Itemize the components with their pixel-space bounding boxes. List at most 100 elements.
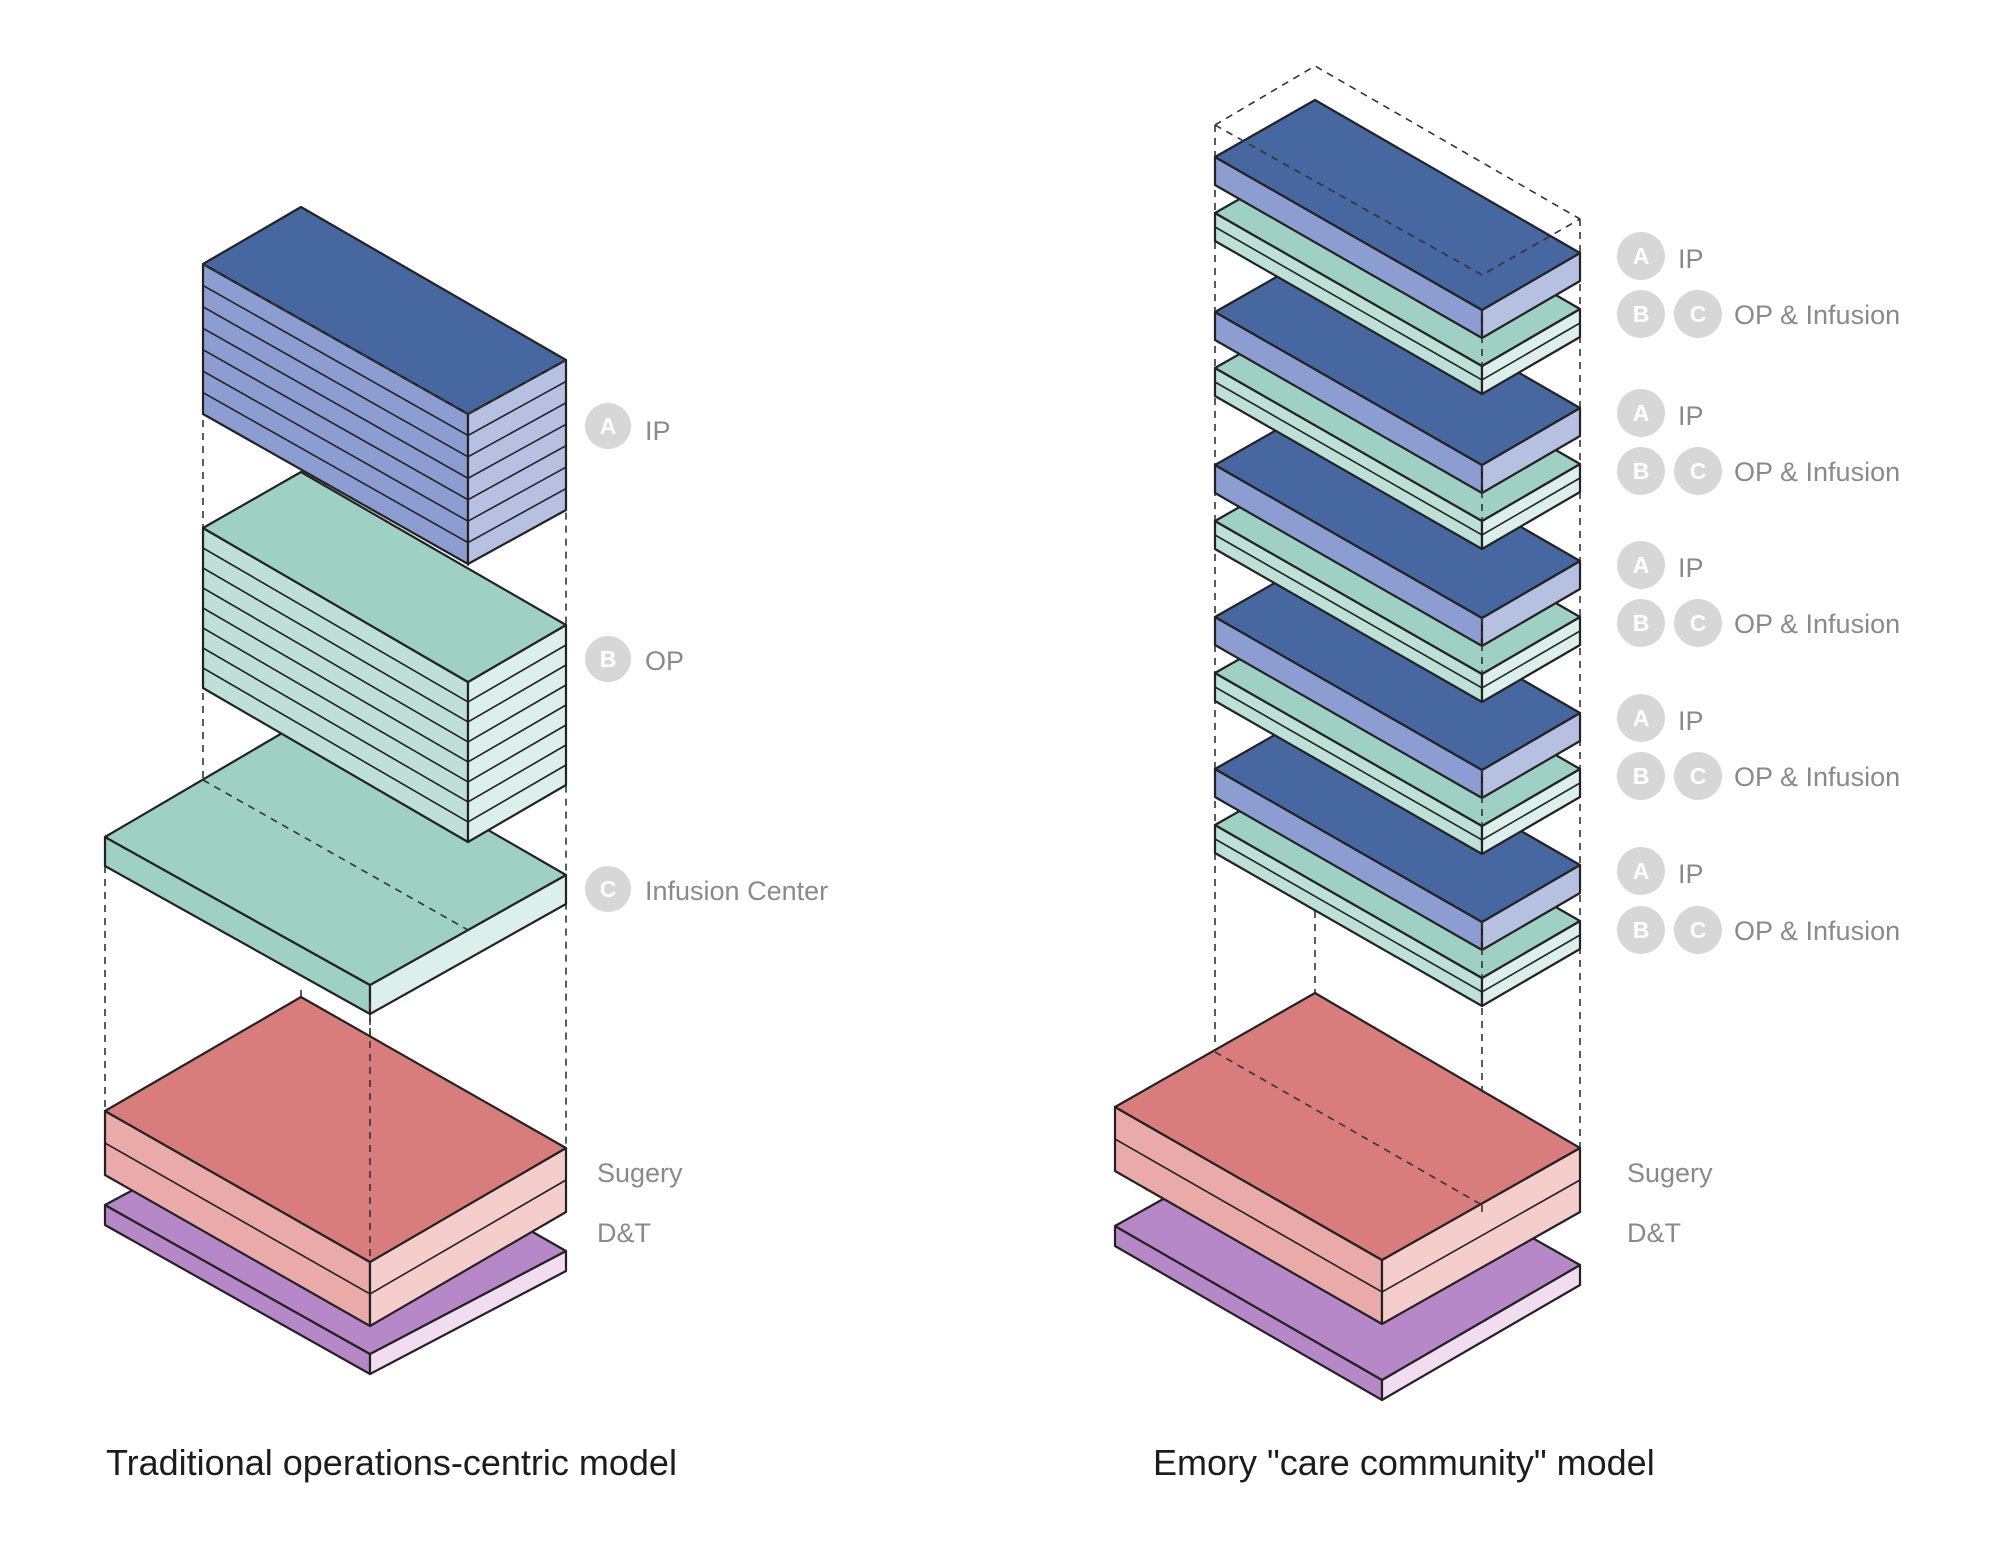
- op-block-floor-line: [202, 627, 567, 783]
- traditional-caption: Traditional operations-centric model: [106, 1442, 677, 1483]
- op-infusion-slab-floor-line: [1214, 226, 1581, 381]
- badge-c-icon: [585, 866, 631, 912]
- label-text: IP: [1678, 706, 1704, 736]
- label-text: IP: [1678, 553, 1704, 583]
- badge-letter: C: [600, 876, 617, 902]
- surgery-slab: [103, 995, 568, 1328]
- traditional-slabs: [103, 205, 568, 1376]
- ip-slab: [1213, 406, 1582, 648]
- emory-label-op-3: B C OP & Infusion: [1617, 599, 1900, 647]
- badge-a-icon: [585, 403, 631, 449]
- emory-caption: Emory "care community" model: [1153, 1442, 1655, 1483]
- ip-block-floor-line: [202, 284, 567, 437]
- badge-letter: B: [1633, 458, 1650, 484]
- badge-c-icon: [1674, 752, 1722, 800]
- ip-block-floor-line: [202, 327, 567, 480]
- surgery-slab-floor-line: [104, 1142, 567, 1295]
- badge-b-icon: [1617, 290, 1665, 338]
- badge-letter: A: [1633, 400, 1650, 426]
- badge-letter: A: [1633, 243, 1650, 269]
- badge-letter: C: [1690, 301, 1707, 327]
- emory-model: A IP B C OP & Infusion A IP B C OP & Inf…: [1113, 65, 1900, 1483]
- label-text: IP: [1678, 859, 1704, 889]
- op-block-top-face: [201, 470, 568, 684]
- traditional-label-infusion: C Infusion Center: [585, 866, 828, 912]
- badge-letter: C: [1690, 763, 1707, 789]
- badge-letter: A: [1633, 552, 1650, 578]
- op-infusion-slab-floor-line: [1214, 686, 1581, 841]
- traditional-label-op: B OP: [585, 636, 684, 682]
- op-block-floor-line: [202, 547, 567, 703]
- ip-hidden-edge-right: [467, 359, 567, 415]
- badge-a-icon: [1617, 694, 1665, 742]
- badge-a-icon: [1617, 232, 1665, 280]
- badge-letter: C: [1690, 917, 1707, 943]
- surgery-slab-top-face: [1113, 991, 1582, 1262]
- ip-block: [201, 205, 568, 566]
- badge-letter: A: [600, 413, 617, 439]
- badge-letter: C: [1690, 610, 1707, 636]
- ip-hidden-edge-top: [202, 263, 469, 415]
- badge-letter: B: [1633, 763, 1650, 789]
- label-text: IP: [645, 416, 671, 446]
- traditional-label-dt: D&T: [597, 1218, 651, 1248]
- badge-letter: B: [600, 646, 617, 672]
- badge-letter: B: [1633, 917, 1650, 943]
- traditional-model: A IP B OP C Infusion Center Sugery D&T T…: [103, 205, 828, 1483]
- infusion-slab: [103, 720, 568, 1016]
- ip-block-floor-line: [202, 391, 567, 544]
- badge-b-icon: [585, 636, 631, 682]
- op-block-floor-line: [202, 607, 567, 763]
- badge-c-icon: [1674, 447, 1722, 495]
- emory-label-ip-1: A IP: [1617, 232, 1704, 280]
- op-block: [201, 470, 568, 844]
- emory-label-op-2: B C OP & Infusion: [1617, 447, 1900, 495]
- surgery-slab-floor-line: [1114, 1138, 1581, 1293]
- label-text: OP: [645, 646, 684, 676]
- label-text: OP & Infusion: [1734, 300, 1900, 330]
- op-infusion-slab-floor-line: [1214, 381, 1581, 536]
- emory-label-ip-3: A IP: [1617, 541, 1704, 589]
- badge-b-icon: [1617, 906, 1665, 954]
- label-text: IP: [1678, 401, 1704, 431]
- ip-block-floor-line: [202, 370, 567, 523]
- traditional-label-surgery: Sugery: [597, 1158, 683, 1188]
- ip-block-floor-line: [202, 349, 567, 501]
- badge-b-icon: [1617, 447, 1665, 495]
- traditional-label-ip: A IP: [585, 403, 671, 449]
- emory-label-op-5: B C OP & Infusion: [1617, 906, 1900, 954]
- badge-letter: B: [1633, 301, 1650, 327]
- badge-letter: A: [1633, 705, 1650, 731]
- emory-label-op-4: B C OP & Infusion: [1617, 752, 1900, 800]
- label-text: IP: [1678, 244, 1704, 274]
- badge-a-icon: [1617, 541, 1665, 589]
- op-infusion-slab-floor-line: [1214, 534, 1581, 689]
- op-block-floor-line: [202, 667, 567, 823]
- label-text: OP & Infusion: [1734, 609, 1900, 639]
- badge-c-icon: [1674, 906, 1722, 954]
- badge-letter: C: [1690, 458, 1707, 484]
- top-hidden-edge: [1214, 124, 1581, 276]
- badge-b-icon: [1617, 599, 1665, 647]
- badge-a-icon: [1617, 389, 1665, 437]
- badge-c-icon: [1674, 290, 1722, 338]
- infusion-hidden-edge-top: [202, 779, 469, 931]
- surgery-slab-top-face: [103, 995, 568, 1264]
- op-infusion-slab-floor-line: [1214, 838, 1581, 993]
- badge-a-icon: [1617, 847, 1665, 895]
- ip-block-floor-line: [202, 306, 567, 458]
- emory-label-ip-4: A IP: [1617, 694, 1704, 742]
- emory-label-ip-5: A IP: [1617, 847, 1704, 895]
- emory-slabs: [1113, 98, 1582, 1402]
- emory-label-surgery: Sugery: [1627, 1158, 1713, 1188]
- surgery-slab: [1113, 991, 1582, 1326]
- label-text: Infusion Center: [645, 876, 828, 906]
- emory-label-dt: D&T: [1627, 1218, 1681, 1248]
- op-block-floor-line: [202, 567, 567, 723]
- badge-b-icon: [1617, 752, 1665, 800]
- op-block-floor-line: [202, 587, 567, 743]
- label-text: OP & Infusion: [1734, 457, 1900, 487]
- badge-letter: B: [1633, 610, 1650, 636]
- label-text: OP & Infusion: [1734, 916, 1900, 946]
